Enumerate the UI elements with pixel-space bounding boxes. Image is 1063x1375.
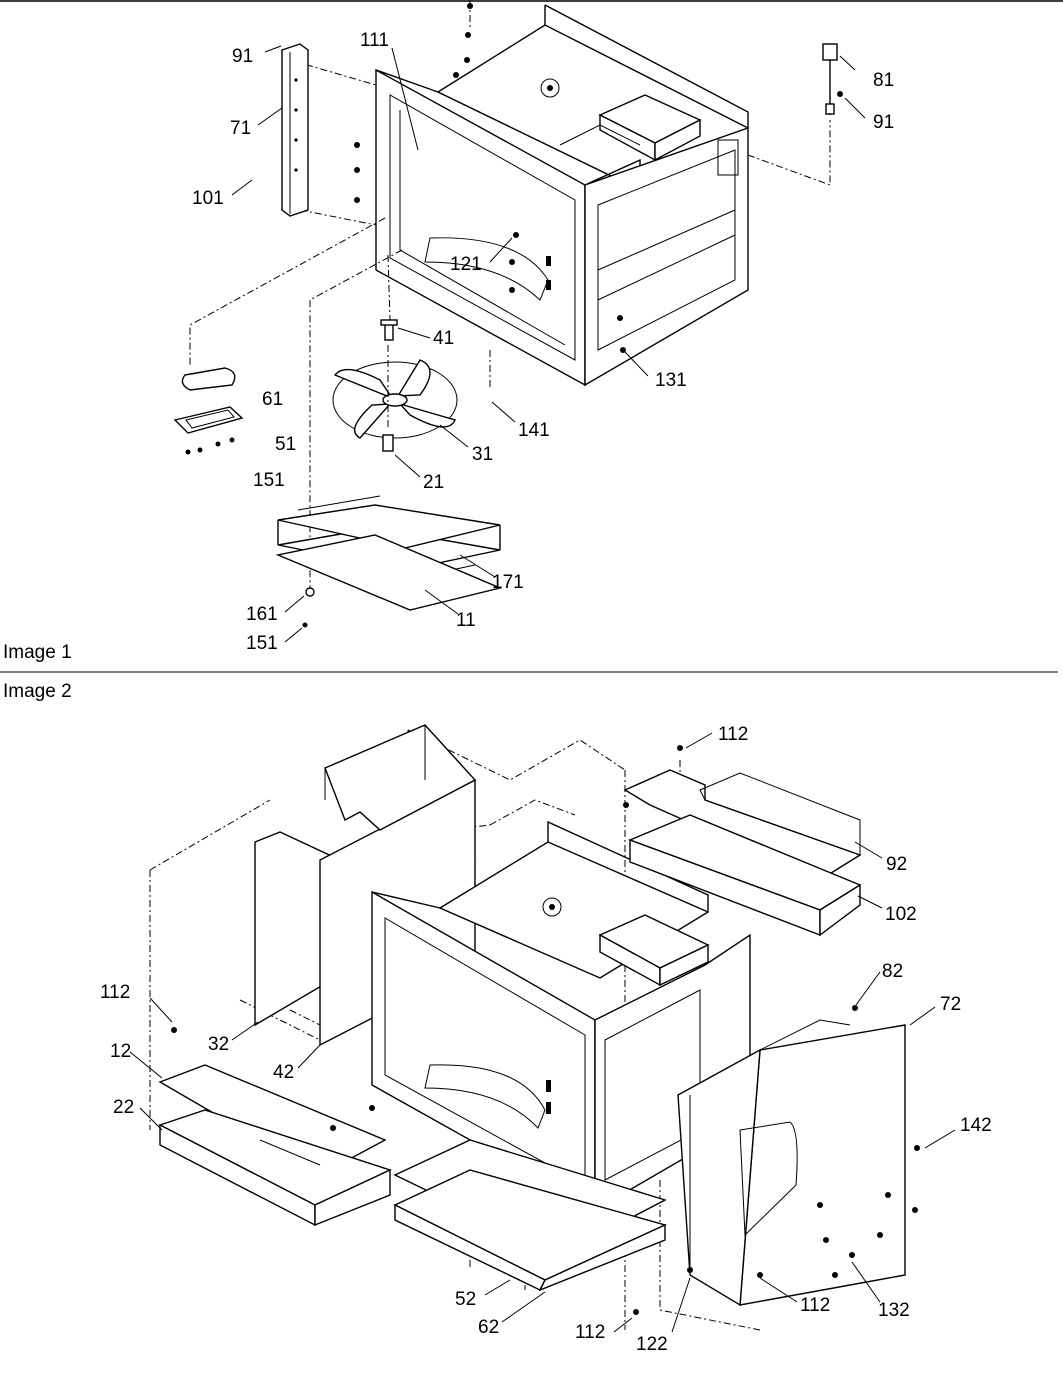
callout-42: 42 bbox=[273, 1062, 294, 1083]
image1-assembly-lines bbox=[189, 0, 831, 590]
callout-122: 122 bbox=[636, 1334, 668, 1355]
callout-142: 142 bbox=[960, 1115, 992, 1136]
callout-111: 111 bbox=[360, 30, 389, 51]
callout-31: 31 bbox=[472, 444, 493, 465]
callout-141: 141 bbox=[518, 420, 550, 441]
image1-diagram: 91 111 81 91 71 101 121 41 131 61 51 141… bbox=[173, 0, 894, 654]
callout-91: 91 bbox=[232, 46, 253, 67]
image1-leaders bbox=[231, 45, 866, 643]
callout-112-top: 112 bbox=[718, 724, 748, 745]
callout-91-sensor: 91 bbox=[873, 112, 894, 133]
callout-62: 62 bbox=[478, 1317, 499, 1338]
callout-72: 72 bbox=[940, 994, 961, 1015]
callout-132: 132 bbox=[878, 1300, 910, 1321]
image1-callouts: 91 111 81 91 71 101 121 41 131 61 51 141… bbox=[192, 30, 894, 654]
callout-171: 171 bbox=[492, 572, 524, 593]
callout-102: 102 bbox=[885, 904, 917, 925]
image2-diagram: 112 92 102 82 72 112 12 22 32 42 142 112… bbox=[100, 724, 992, 1355]
image1-caption: Image 1 bbox=[3, 642, 72, 663]
oven-floor-171-11 bbox=[275, 495, 503, 628]
callout-81: 81 bbox=[873, 70, 894, 91]
right-side-panel-72 bbox=[633, 1005, 920, 1315]
oven-cavity-frame bbox=[354, 3, 750, 387]
callout-11: 11 bbox=[456, 610, 476, 631]
side-bracket-71 bbox=[281, 43, 309, 217]
callout-112-left: 112 bbox=[100, 982, 130, 1003]
top-rear-panels-92-102 bbox=[623, 745, 862, 937]
callout-112-right: 112 bbox=[800, 1295, 830, 1316]
callout-71: 71 bbox=[230, 118, 251, 139]
callout-51: 51 bbox=[275, 434, 296, 455]
callout-151-top: 151 bbox=[253, 470, 285, 491]
callout-21: 21 bbox=[423, 472, 444, 493]
callout-151-bottom: 151 bbox=[246, 633, 278, 654]
vent-gasket-51 bbox=[173, 406, 244, 455]
callout-52: 52 bbox=[455, 1289, 476, 1310]
image2-callouts: 112 92 102 82 72 112 12 22 32 42 142 112… bbox=[100, 724, 992, 1355]
callout-61: 61 bbox=[262, 389, 283, 410]
callout-41: 41 bbox=[433, 328, 454, 349]
callout-161: 161 bbox=[246, 604, 278, 625]
callout-131: 131 bbox=[655, 370, 687, 391]
callout-112-bottom: 112 bbox=[575, 1322, 605, 1343]
image2-leaders bbox=[129, 732, 956, 1333]
temperature-sensor-81 bbox=[822, 43, 843, 115]
convection-fan-31 bbox=[332, 319, 458, 452]
callout-92: 92 bbox=[886, 854, 907, 875]
callout-22: 22 bbox=[113, 1097, 134, 1118]
callout-12: 12 bbox=[110, 1041, 131, 1062]
image2-caption: Image 2 bbox=[3, 681, 72, 702]
callout-82: 82 bbox=[882, 961, 903, 982]
callout-101: 101 bbox=[192, 188, 224, 209]
vent-cover-61 bbox=[181, 367, 236, 391]
bottom-left-panels-12-22 bbox=[158, 1027, 392, 1227]
callout-32: 32 bbox=[208, 1034, 229, 1055]
bottom-floor-panels-52-62 bbox=[393, 1139, 668, 1292]
callout-121: 121 bbox=[450, 254, 482, 275]
